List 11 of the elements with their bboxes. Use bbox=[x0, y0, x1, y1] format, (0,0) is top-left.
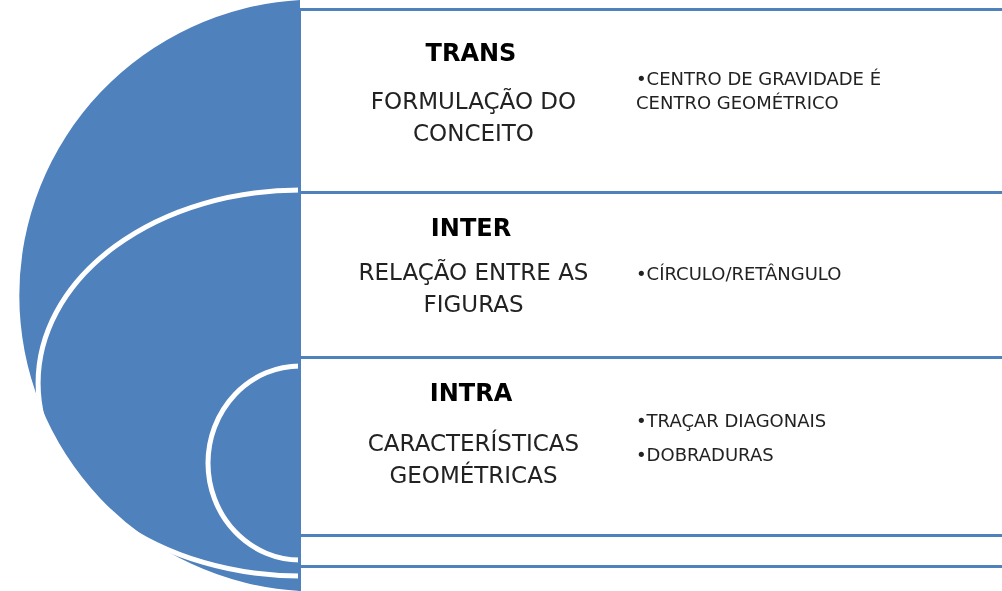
level-description: FORMULAÇÃO DO CONCEITO bbox=[369, 87, 578, 149]
level-description: CARACTERÍSTICAS GEOMÉTRICAS bbox=[366, 428, 581, 491]
level-description: RELAÇÃO ENTRE AS FIGURAS bbox=[357, 258, 590, 320]
bullet-item: •CENTRO DE GRAVIDADE É CENTRO GEOMÉTRICO bbox=[636, 67, 883, 116]
level-heading: INTRA bbox=[428, 379, 514, 407]
bullet-item: •DOBRADURAS bbox=[636, 443, 775, 467]
level-heading: INTER bbox=[429, 214, 513, 242]
level-heading: TRANS bbox=[424, 39, 518, 67]
level-row-box bbox=[298, 8, 1002, 194]
bullet-item: •TRAÇAR DIAGONAIS bbox=[636, 409, 828, 433]
bullet-item: •CÍRCULO/RETÂNGULO bbox=[636, 262, 843, 286]
